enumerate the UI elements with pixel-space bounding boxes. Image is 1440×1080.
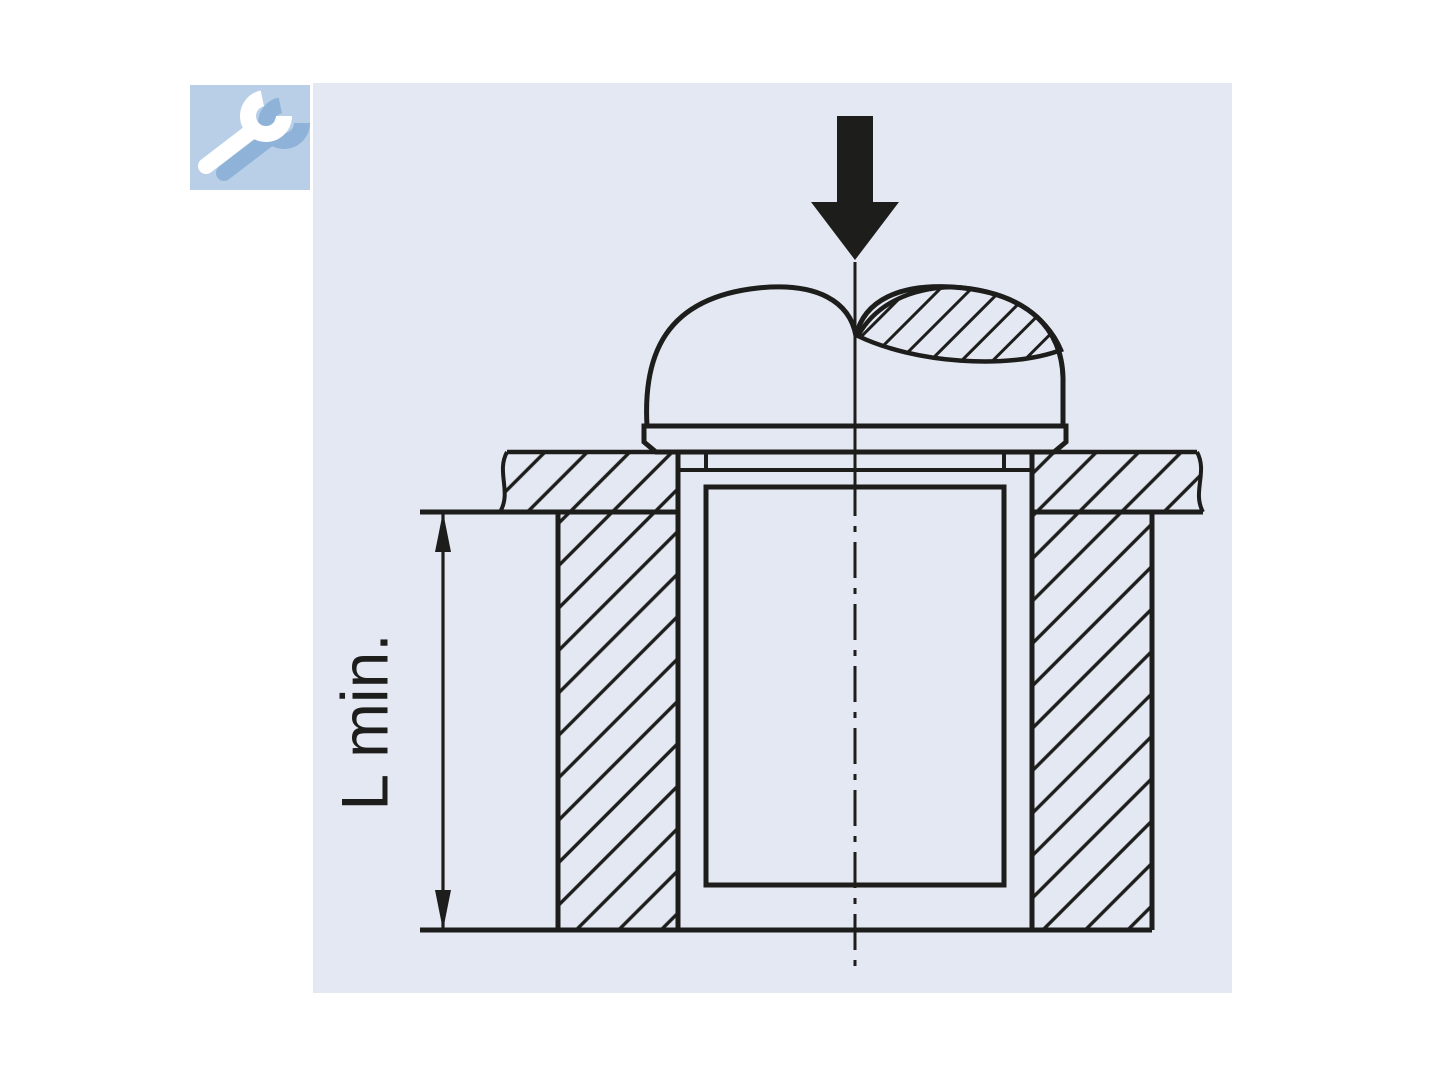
wrench-icon [198,90,292,174]
plate-break-edge-left [498,451,509,514]
down-arrow-icon [811,116,899,260]
dimension-l-min: L min. [327,512,451,930]
top-plate-right [1032,449,1205,513]
top-plate-left [498,449,678,514]
plate-break-edge-right [1195,451,1205,513]
dimension-arrow-up-icon [435,512,451,552]
logo-box [190,85,310,190]
wrench-icon [216,97,310,181]
dimension-arrow-down-icon [435,890,451,930]
ball-head-section-cut [854,284,1064,364]
dimension-label: L min. [327,633,401,810]
workpiece-outline [420,452,1203,933]
workpiece-left-wall [558,512,678,930]
workpiece-right-wall [1032,512,1152,930]
